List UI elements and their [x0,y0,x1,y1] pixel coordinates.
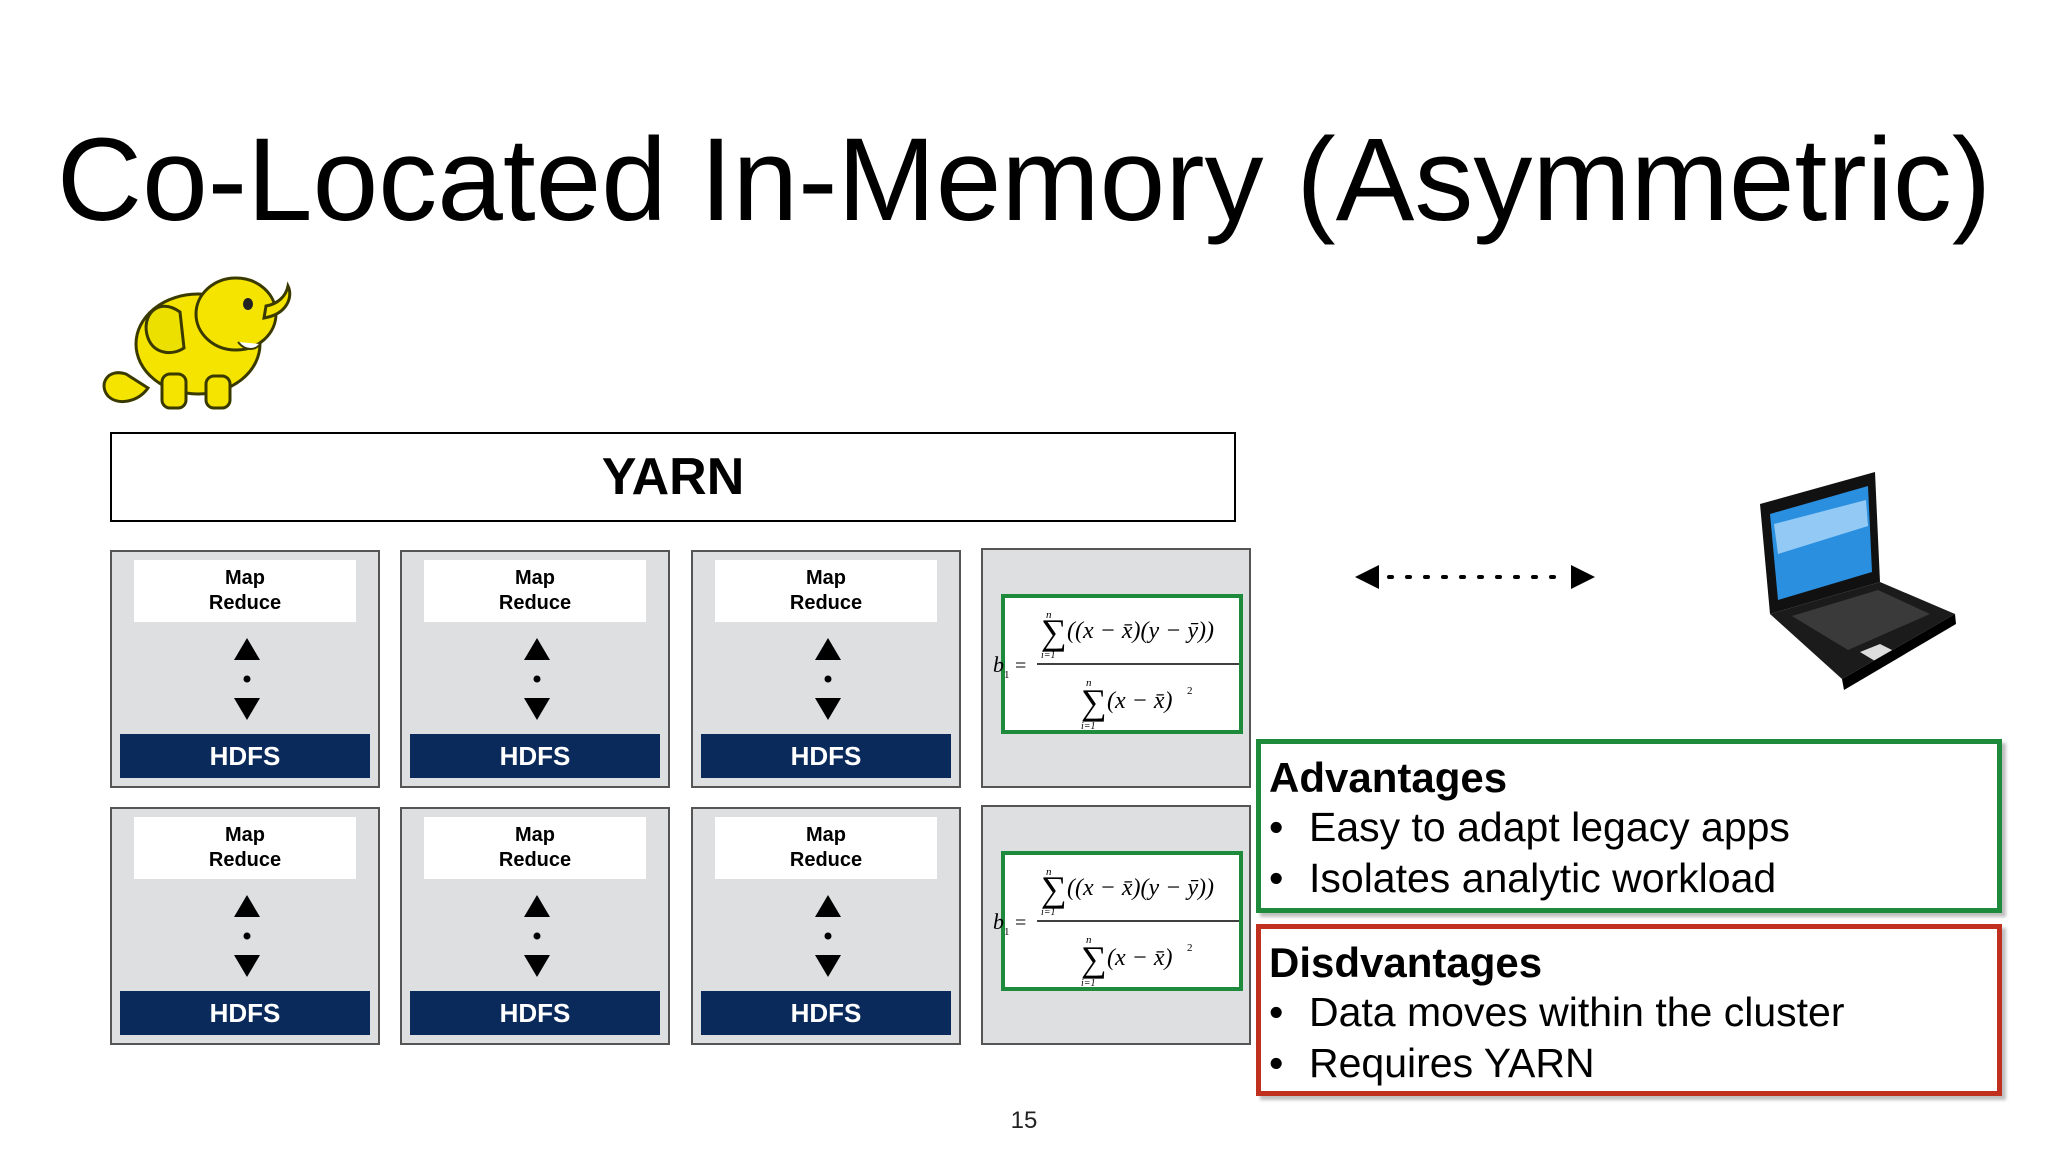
formula-numerator: ((x − x̄)(y − ȳ)) [1067,875,1214,901]
formula-lhs-sub: 1 [1004,669,1010,681]
formula-equals: = [1015,655,1026,677]
analytics-node: b 1 = n ∑ i=1 ((x − x̄)(y − ȳ)) n ∑ i=1 … [981,805,1251,1045]
mapreduce-box: Map Reduce [715,817,937,879]
hdfs-bar: HDFS [410,991,660,1035]
cluster-node: Map Reduce HDFS [110,550,380,788]
formula-sum-upper: n [1046,866,1052,878]
yarn-label: YARN [601,448,745,506]
regression-formula: b 1 = n ∑ i=1 ((x − x̄)(y − ȳ)) n ∑ i=1 … [993,594,1243,734]
mapreduce-box: Map Reduce [134,560,356,622]
mapreduce-label-line1: Map [806,824,846,846]
mapreduce-label-line1: Map [515,567,555,589]
formula-sum-upper: n [1046,609,1052,621]
page-number: 15 [1010,1107,1038,1134]
bidirectional-arrow-icon [524,638,550,720]
hdfs-bar: HDFS [120,734,370,778]
formula-lhs: b [993,909,1004,934]
bullet-icon: • [1269,989,1284,1035]
mapreduce-label-line1: Map [225,567,265,589]
cluster-node: Map Reduce HDFS [400,807,670,1045]
bidirectional-arrow-icon [524,895,550,977]
formula-sigma: ∑ [1041,869,1067,909]
mapreduce-label-line2: Reduce [498,849,572,871]
bidirectional-arrow-icon [815,895,841,977]
list-item: • Requires YARN [1269,1038,1987,1089]
formula-sum-upper: n [1086,934,1092,946]
formula-sum-lower: i=1 [1041,650,1056,661]
hdfs-bar: HDFS [120,991,370,1035]
bidirectional-arrow-icon [815,638,841,720]
analytics-node: b 1 = n ∑ i=1 ((x − x̄)(y − ȳ)) n ∑ i=1 … [981,548,1251,788]
cluster-node: Map Reduce HDFS [691,807,961,1045]
mapreduce-label-line1: Map [225,824,265,846]
cluster-node: Map Reduce HDFS [400,550,670,788]
bullet-icon: • [1269,1040,1284,1086]
advantage-item: Easy to adapt legacy apps [1309,804,1790,850]
yarn-bar: YARN [110,432,1236,522]
mapreduce-label-line2: Reduce [789,849,863,871]
mapreduce-box: Map Reduce [424,560,646,622]
formula-lhs: b [993,652,1004,677]
hdfs-bar: HDFS [701,991,951,1035]
cluster-node: Map Reduce HDFS [110,807,380,1045]
formula-denominator: (x − x̄) [1107,688,1172,714]
formula-sum-upper: n [1086,677,1092,689]
advantage-item: Isolates analytic workload [1309,855,1777,901]
mapreduce-label-line2: Reduce [789,592,863,614]
formula-equals: = [1015,912,1026,934]
cluster-node: Map Reduce HDFS [691,550,961,788]
advantages-box: Advantages • Easy to adapt legacy apps •… [1256,739,2002,913]
mapreduce-label-line1: Map [806,567,846,589]
mapreduce-label-line1: Map [515,824,555,846]
formula-sigma: ∑ [1081,682,1107,722]
bidirectional-arrow-icon [234,895,260,977]
regression-formula: b 1 = n ∑ i=1 ((x − x̄)(y − ȳ)) n ∑ i=1 … [993,851,1243,991]
formula-sigma: ∑ [1081,939,1107,979]
hadoop-elephant-icon [102,276,292,410]
bullet-icon: • [1269,804,1284,850]
slide-title: Co-Located In-Memory (Asymmetric) [56,114,1992,246]
mapreduce-box: Map Reduce [715,560,937,622]
formula-sigma: ∑ [1041,612,1067,652]
mapreduce-label-line2: Reduce [498,592,572,614]
formula-lhs-sub: 1 [1004,926,1010,938]
mapreduce-box: Map Reduce [134,817,356,879]
hdfs-bar: HDFS [701,734,951,778]
formula-sum-lower: i=1 [1081,978,1096,989]
list-item: • Isolates analytic workload [1269,853,1987,904]
disadvantage-item: Requires YARN [1309,1040,1595,1086]
disadvantage-item: Data moves within the cluster [1309,989,1845,1035]
disadvantages-heading: Disdvantages [1269,939,1543,986]
list-item: • Easy to adapt legacy apps [1269,802,1987,853]
list-item: • Data moves within the cluster [1269,987,1987,1038]
formula-denominator: (x − x̄) [1107,945,1172,971]
mapreduce-box: Map Reduce [424,817,646,879]
disadvantages-box: Disdvantages • Data moves within the clu… [1256,924,2002,1096]
formula-sum-lower: i=1 [1041,907,1056,918]
bullet-icon: • [1269,855,1284,901]
mapreduce-label-line2: Reduce [208,592,282,614]
bidirectional-arrow-icon [234,638,260,720]
double-arrow-dotted-icon [1355,565,1595,589]
laptop-icon [1760,472,1956,690]
formula-sum-lower: i=1 [1081,721,1096,732]
mapreduce-label-line2: Reduce [208,849,282,871]
formula-exponent: 2 [1187,685,1193,697]
formula-exponent: 2 [1187,942,1193,954]
advantages-heading: Advantages [1269,754,1508,801]
hdfs-bar: HDFS [410,734,660,778]
formula-numerator: ((x − x̄)(y − ȳ)) [1067,618,1214,644]
